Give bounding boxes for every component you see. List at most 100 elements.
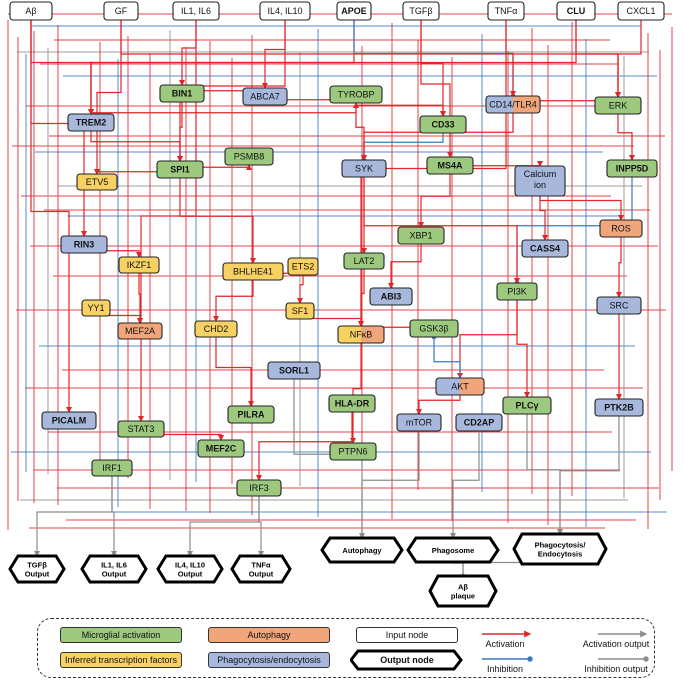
edge-irf1-tgfb_out <box>34 468 113 557</box>
node-label-cass4: CASS4 <box>530 244 560 254</box>
node-gsk3b: GSK3β <box>409 319 459 338</box>
node-label-irf1: IRF1 <box>102 463 122 473</box>
node-il1il6: IL1, IL6 <box>172 1 220 21</box>
node-abca7: ABCA7 <box>242 87 288 106</box>
output-autophagy_out: Autophagy <box>320 536 404 564</box>
edge-xbp1-abi3 <box>388 235 422 289</box>
node-tyrobp: TYROBP <box>329 85 383 104</box>
node-label-cd2ap: CD2AP <box>464 418 495 428</box>
edge-ikzf1-mef2a <box>137 265 143 324</box>
node-abeta: Aβ <box>9 1 53 21</box>
edge-spi1-bhlhe41 <box>179 169 256 264</box>
node-label-tgfb: TGFβ <box>409 6 432 16</box>
node-tgfb: TGFβ <box>402 1 440 21</box>
node-label-plcg: PLCγ <box>515 401 538 411</box>
node-cd33: CD33 <box>419 115 467 134</box>
edge-apoe-cd14 <box>353 11 516 99</box>
node-label-bhlhe41: BHLHE41 <box>233 267 273 277</box>
node-spi1: SPI1 <box>156 160 204 179</box>
node-label-il1il6: IL1, IL6 <box>181 6 211 16</box>
node-src: SRC <box>596 296 642 315</box>
legend-activation-output-label: Activation output <box>582 639 650 649</box>
legend-input-chip: Input node <box>356 627 458 643</box>
node-cd2ap: CD2AP <box>455 413 503 432</box>
node-stat3: STAT3 <box>117 420 165 438</box>
node-label-cd14: CD14/TLR4 <box>489 100 537 110</box>
node-label-tyrobp: TYROBP <box>337 90 374 100</box>
node-ros: ROS <box>599 219 643 238</box>
node-cd14: CD14/TLR4 <box>485 95 541 114</box>
legend-output-label: Output node <box>380 655 434 665</box>
node-label-syk: SYK <box>355 164 373 174</box>
node-pi3k: PI3K <box>496 282 538 301</box>
node-picalm: PICALM <box>41 411 97 430</box>
node-gf: GF <box>103 1 139 21</box>
edge-lat2-nfkb <box>358 261 365 327</box>
node-apoe: APOE <box>336 1 372 21</box>
node-inpp5d: INPP5D <box>606 159 658 178</box>
node-label-gf: GF <box>115 6 128 16</box>
node-sorl1: SORL1 <box>267 361 321 380</box>
node-pilra: PILRA <box>227 405 275 424</box>
output-label-phagosome_out: Phagosome <box>432 546 475 555</box>
node-clu: CLU <box>556 1 596 21</box>
node-etv5: ETV5 <box>76 173 118 191</box>
legend <box>37 618 655 678</box>
node-label-cxcl1: CXCL1 <box>626 6 655 16</box>
node-label-xbp1: XBP1 <box>409 231 432 241</box>
edge-ros-src <box>616 228 622 298</box>
node-chd2: CHD2 <box>194 320 238 338</box>
node-abi3: ABI3 <box>369 287 413 306</box>
node-label-abca7: ABCA7 <box>250 92 280 102</box>
node-akt: AKT <box>435 377 485 396</box>
output-label-phago_endo_out: Phagocytosis/Endocytosis <box>535 541 587 559</box>
node-label-erk: ERK <box>609 101 628 111</box>
node-label-akt: AKT <box>451 382 469 392</box>
node-label-pi3k: PI3K <box>507 287 527 297</box>
node-irf1: IRF1 <box>91 459 133 477</box>
edge-clu-erk <box>575 11 621 98</box>
node-label-abi3: ABI3 <box>381 292 402 302</box>
edge-mtor-autophagy_out <box>359 422 420 541</box>
edge-trem2-spi1 <box>90 122 183 162</box>
node-label-sf1: SF1 <box>292 306 309 316</box>
edge-erk-inpp5d <box>617 105 635 161</box>
output-label-autophagy_out: Autophagy <box>342 546 382 555</box>
node-erk: ERK <box>594 96 642 115</box>
edge-nfkb-ptpn6 <box>350 334 362 444</box>
node-ets2: ETS2 <box>287 257 319 276</box>
edge-il1il6-bin1 <box>179 11 197 86</box>
node-il4il10: IL4, IL10 <box>259 1 311 21</box>
node-irf3: IRF3 <box>236 479 282 497</box>
node-ms4a: MS4A <box>426 156 474 175</box>
node-label-rin3: RIN3 <box>74 240 95 250</box>
edge-il4il10-spi1 <box>177 11 286 162</box>
edge-abeta-picalm <box>30 11 72 413</box>
legend-inhibition-label: Inhibition <box>486 664 524 674</box>
node-label-yy1: YY1 <box>87 303 104 313</box>
node-label-ikzf1: IKZF1 <box>127 260 152 270</box>
node-bin1: BIN1 <box>159 84 205 103</box>
node-label-mef2c: MEF2C <box>206 444 237 454</box>
node-label-pilra: PILRA <box>238 410 266 420</box>
node-hladr: HLA-DR <box>328 394 376 413</box>
node-tnfa: TNFα <box>487 1 525 21</box>
node-label-tnfa: TNFα <box>495 6 518 16</box>
edge-clu-trem2 <box>88 11 577 115</box>
node-ptpn6: PTPN6 <box>329 442 377 461</box>
node-label-ptpn6: PTPN6 <box>338 447 367 457</box>
node-label-ets2: ETS2 <box>292 262 315 272</box>
edge-hladr-irf3 <box>256 403 353 481</box>
node-mef2a: MEF2A <box>117 322 163 340</box>
edge-tnfa-cd14 <box>505 11 516 97</box>
